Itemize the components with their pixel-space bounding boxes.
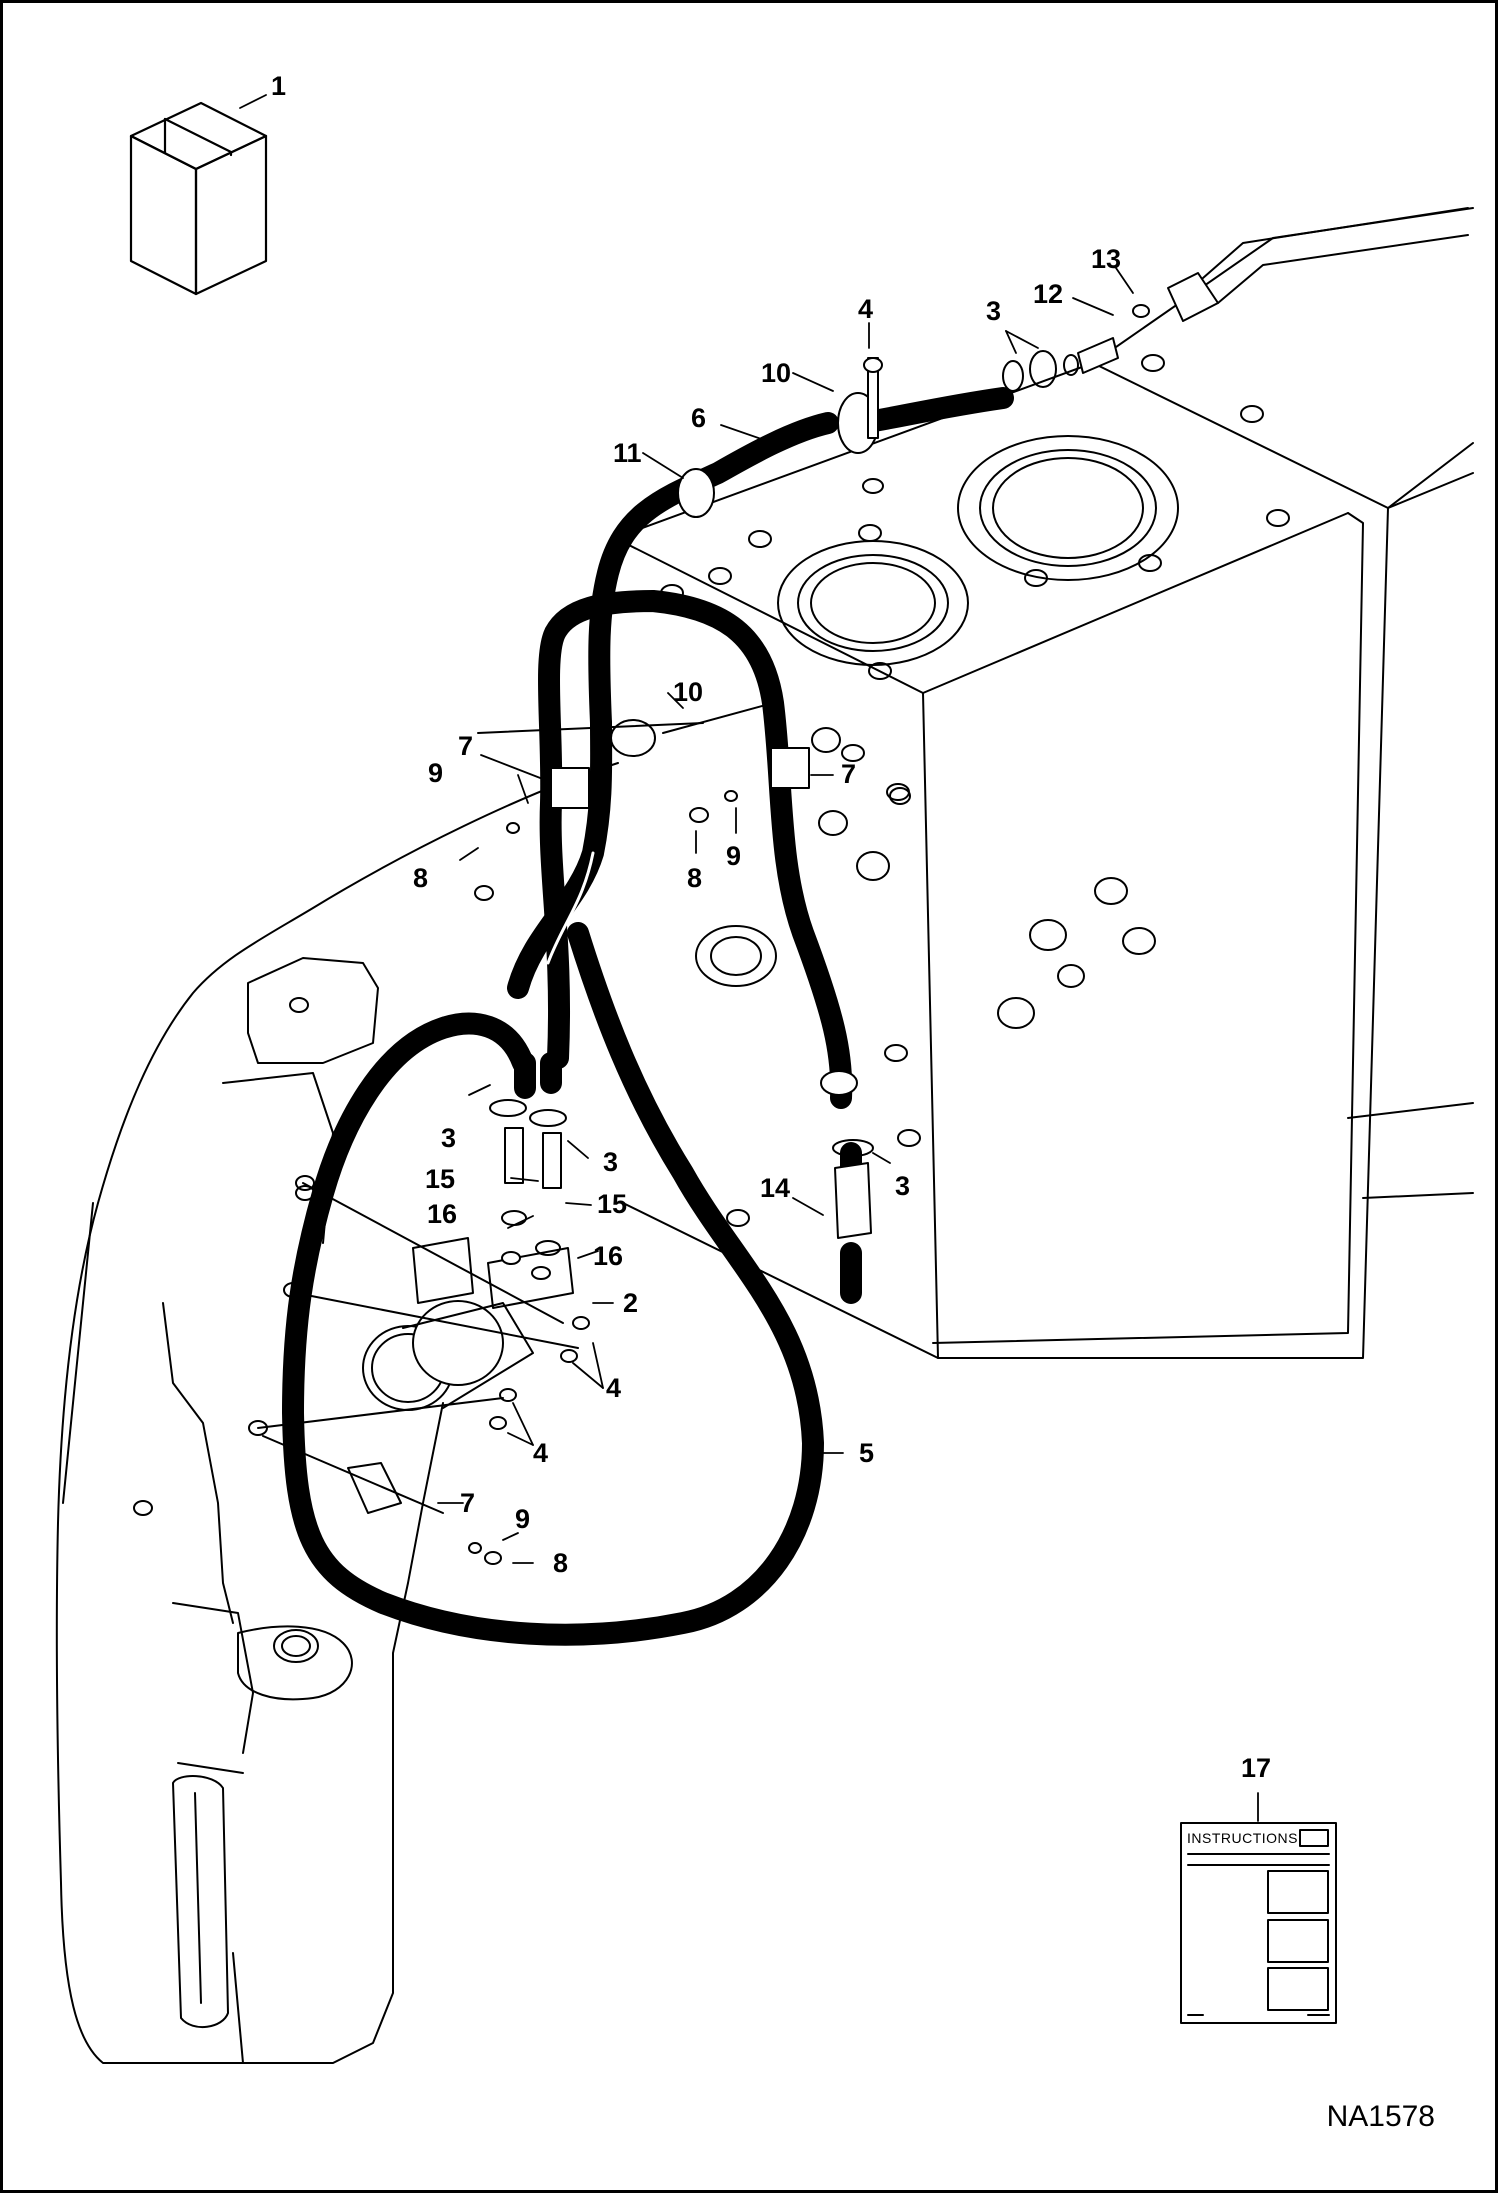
callout-11: 11 bbox=[613, 438, 642, 468]
callout-8: 8 bbox=[687, 863, 703, 893]
figure-id: NA1578 bbox=[1326, 2100, 1435, 2133]
callout-14: 14 bbox=[760, 1173, 791, 1203]
machine-frame-outline bbox=[55, 762, 619, 2064]
callout-9: 9 bbox=[428, 758, 444, 788]
callout-15: 15 bbox=[425, 1164, 456, 1194]
callout-3: 3 bbox=[895, 1171, 911, 1201]
callout-16: 16 bbox=[593, 1241, 624, 1271]
callout-7: 7 bbox=[841, 759, 857, 789]
callout-2: 2 bbox=[623, 1288, 639, 1318]
kit-box-icon bbox=[129, 101, 268, 296]
instructions-title: INSTRUCTIONS bbox=[1187, 1830, 1298, 1846]
hoses bbox=[282, 387, 1014, 1646]
callout-16: 16 bbox=[427, 1199, 458, 1229]
callout-1: 1 bbox=[271, 71, 287, 101]
callout-7: 7 bbox=[460, 1488, 476, 1518]
callout-4: 4 bbox=[606, 1373, 622, 1403]
callout-5: 5 bbox=[859, 1438, 875, 1468]
callout-9: 9 bbox=[726, 841, 742, 871]
callout-3: 3 bbox=[603, 1147, 619, 1177]
callout-8: 8 bbox=[553, 1548, 569, 1578]
callout-4: 4 bbox=[533, 1438, 549, 1468]
callout-10: 10 bbox=[673, 677, 704, 707]
callout-3: 3 bbox=[441, 1123, 457, 1153]
callout-3: 3 bbox=[986, 296, 1002, 326]
instructions-booklet-icon bbox=[1180, 1822, 1337, 2024]
callout-7: 7 bbox=[458, 731, 474, 761]
fittings bbox=[257, 207, 1469, 1565]
hydraulic-tank-outline bbox=[614, 207, 1474, 1359]
callout-9: 9 bbox=[515, 1504, 531, 1534]
callout-12: 12 bbox=[1033, 279, 1064, 309]
callout-17: 17 bbox=[1241, 1753, 1272, 1783]
callout-13: 13 bbox=[1091, 244, 1122, 274]
parts-illustration bbox=[55, 94, 1474, 2064]
callout-15: 15 bbox=[597, 1189, 628, 1219]
leader-lines bbox=[239, 94, 1259, 1822]
callout-4: 4 bbox=[858, 294, 874, 324]
callout-10: 10 bbox=[761, 358, 792, 388]
callout-8: 8 bbox=[413, 863, 429, 893]
callout-6: 6 bbox=[691, 403, 707, 433]
